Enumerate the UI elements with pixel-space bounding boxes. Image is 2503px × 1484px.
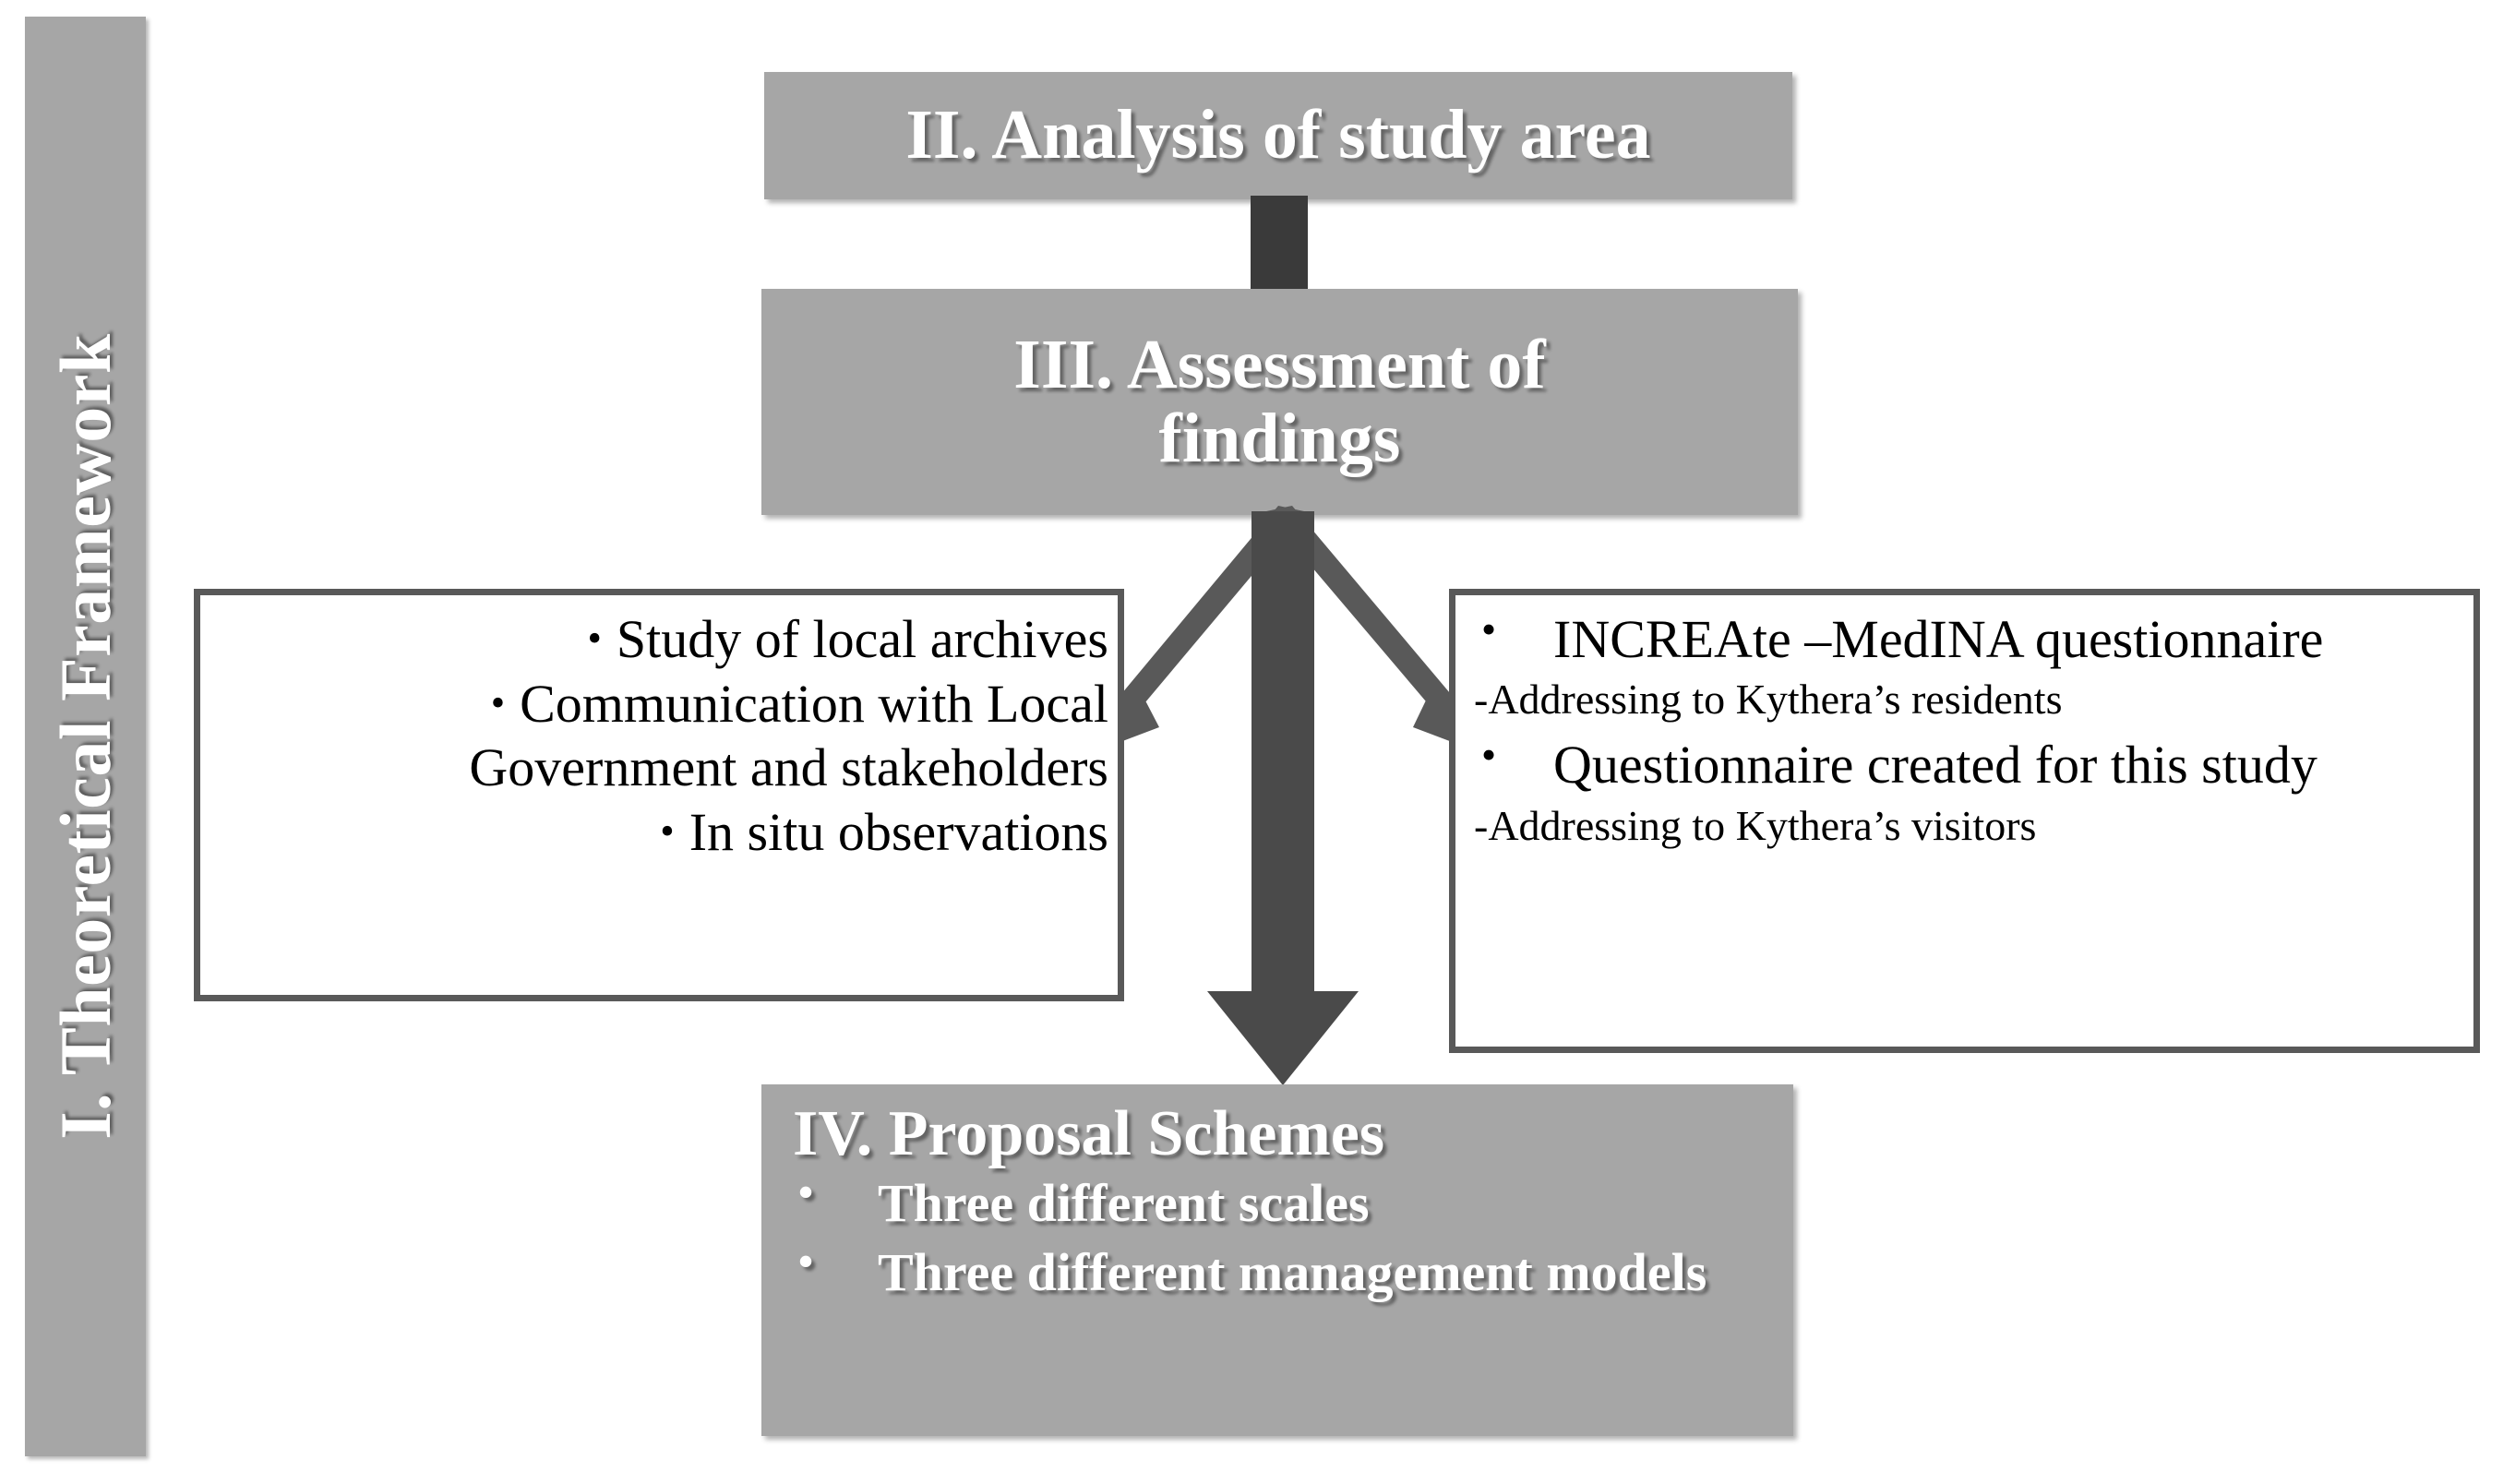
- list-item: Three different management models: [793, 1238, 1762, 1303]
- box-proposal-heading: IV. Proposal Schemes: [793, 1098, 1385, 1169]
- box-assessment-heading-line2: findings: [1158, 399, 1401, 477]
- list-item-subnote: -Addressing to Kythera’s residents: [1474, 676, 2063, 724]
- box-assessment-heading-line1: III. Assessment of: [1013, 326, 1546, 404]
- list-item: INCREAte –MedINA questionnaire: [1472, 604, 2459, 670]
- box-proposal-schemes: IV. Proposal Schemes Three different sca…: [761, 1084, 1793, 1436]
- bullet-glyph: •: [587, 616, 602, 661]
- box-analysis-of-study-area: II. Analysis of study area: [764, 72, 1792, 199]
- bullet-glyph: •: [660, 808, 675, 855]
- list-item-subnote: -Addressing to Kythera’s visitors: [1474, 801, 2037, 849]
- fieldwork-list: •Study of local archives •Communication …: [213, 608, 1108, 865]
- bullet-glyph: •: [490, 680, 506, 726]
- box-assessment-heading: III. Assessment of findings: [844, 329, 1715, 474]
- arrow-assessment-to-proposal-icon: [1207, 511, 1359, 1085]
- list-item: •Communication with Local Government and…: [213, 673, 1108, 799]
- theoretical-framework-label: I. Theoretical Framework: [44, 333, 126, 1140]
- list-item: • Study of local archives: [213, 608, 1108, 671]
- connector-analysis-to-assessment: [1251, 196, 1308, 295]
- list-item: • In situ observations: [213, 801, 1108, 864]
- box-questionnaires: INCREAte –MedINA questionnaire -Addressi…: [1449, 589, 2480, 1053]
- proposal-list: Three different scales Three different m…: [793, 1168, 1762, 1303]
- list-item: Questionnaire created for this study: [1472, 730, 2459, 796]
- theoretical-framework-bar: I. Theoretical Framework: [25, 17, 146, 1456]
- list-item-label: In situ observations: [689, 802, 1108, 863]
- list-item: Three different scales: [793, 1168, 1762, 1234]
- list-item-label: Study of local archives: [616, 609, 1108, 669]
- box-fieldwork-methods: •Study of local archives •Communication …: [194, 589, 1124, 1001]
- box-assessment-of-findings: III. Assessment of findings: [761, 289, 1798, 515]
- box-analysis-heading: II. Analysis of study area: [905, 96, 1651, 174]
- list-item-label: Communication with Local Government and …: [469, 674, 1108, 797]
